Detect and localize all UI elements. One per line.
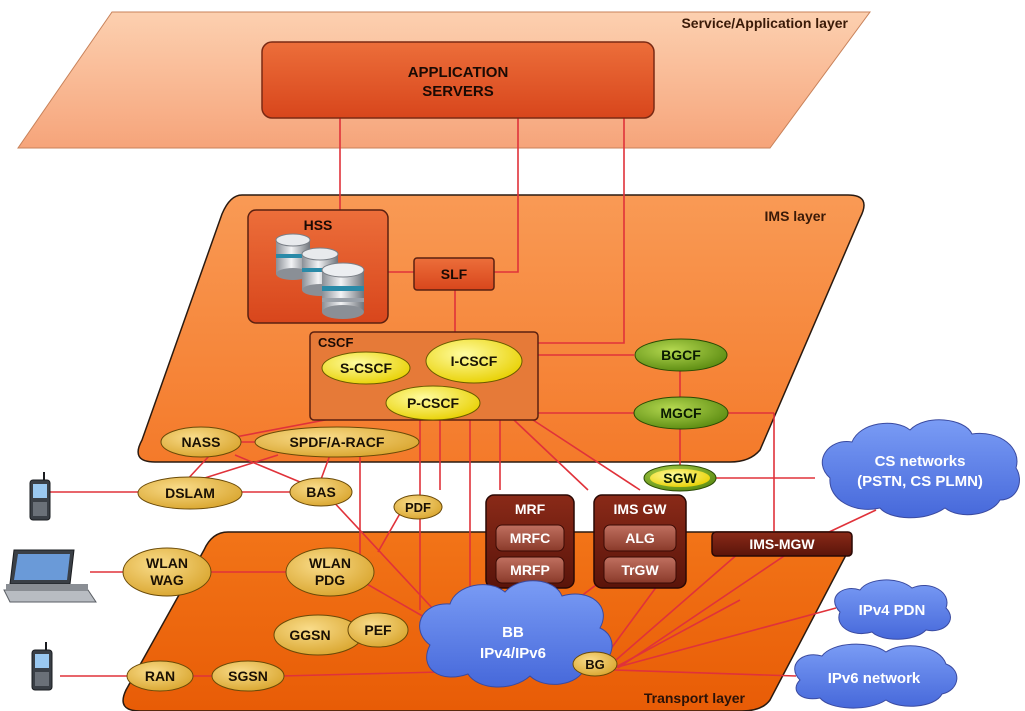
ims-mgw-box: IMS-MGW [711, 531, 853, 557]
pef-node: PEF [347, 612, 409, 648]
p-cscf-label: P-CSCF [407, 395, 460, 411]
mrfc-label: MRFC [510, 530, 550, 546]
i-cscf-label: I-CSCF [451, 353, 498, 369]
bg-node: BG [572, 651, 618, 677]
ran-label: RAN [145, 668, 175, 684]
nass-node: NASS [160, 426, 242, 458]
ipv4-pdn-label: IPv4 PDN [859, 602, 926, 619]
ims-layer-label: IMS layer [765, 208, 827, 224]
wlan-pdg-node: WLAN PDG [285, 547, 375, 597]
dslam-node: DSLAM [137, 476, 243, 510]
app-servers-label-1: APPLICATION [408, 64, 509, 81]
cs-networks-label-1: CS networks [875, 453, 966, 470]
bgcf-label: BGCF [661, 347, 701, 363]
s-cscf-label: S-CSCF [340, 360, 393, 376]
ims-layer: IMS layer [137, 194, 865, 463]
nass-label: NASS [182, 434, 221, 450]
application-servers-box: APPLICATION SERVERS [261, 41, 655, 119]
i-cscf-node: I-CSCF [425, 338, 523, 384]
ran-node: RAN [126, 660, 194, 692]
connection-lines [48, 118, 877, 677]
sgw-node: SGW [643, 464, 717, 492]
ims-mgw-label: IMS-MGW [749, 536, 815, 552]
service-layer-label: Service/Application layer [681, 15, 848, 31]
mgcf-node: MGCF [633, 396, 729, 430]
slf-label: SLF [441, 266, 468, 282]
mgcf-label: MGCF [660, 405, 702, 421]
s-cscf-node: S-CSCF [321, 351, 411, 385]
mrfp-label: MRFP [510, 562, 550, 578]
bgcf-node: BGCF [634, 338, 728, 372]
cscf-box: CSCF S-CSCF I-CSCF P-CSCF [309, 331, 539, 421]
bg-label: BG [585, 657, 605, 672]
cscf-label: CSCF [318, 335, 353, 350]
ipv6-network-cloud: IPv6 network [794, 643, 958, 709]
wlan-wag-node: WLAN WAG [122, 547, 212, 597]
mrf-box: MRF MRFC MRFP [485, 494, 575, 589]
ipv4-pdn-cloud: IPv4 PDN [834, 579, 951, 640]
pdf-label: PDF [405, 500, 431, 515]
p-cscf-node: P-CSCF [385, 385, 481, 421]
wlan-pdg-label-1: WLAN [309, 555, 351, 571]
mobile-phone-2-icon [31, 642, 53, 691]
ipv6-network-label: IPv6 network [828, 670, 921, 687]
wlan-wag-label-2: WAG [150, 572, 184, 588]
bb-label-2: IPv4/IPv6 [480, 645, 546, 662]
sgsn-label: SGSN [228, 668, 268, 684]
dslam-label: DSLAM [165, 485, 215, 501]
transport-layer-label: Transport layer [644, 690, 746, 706]
slf-box: SLF [413, 257, 495, 291]
ggsn-node: GGSN [273, 614, 363, 656]
mrf-label: MRF [515, 501, 546, 517]
pdf-node: PDF [393, 494, 443, 520]
cs-networks-cloud: CS networks (PSTN, CS PLMN) [821, 419, 1020, 519]
mobile-phone-icon [29, 472, 51, 521]
trgw-label: TrGW [621, 562, 659, 578]
alg-label: ALG [625, 530, 655, 546]
database-icon [275, 233, 365, 319]
cs-networks-label-2: (PSTN, CS PLMN) [857, 473, 983, 490]
spdf-label: SPDF/A-RACF [290, 434, 385, 450]
bb-cloud: BB IPv4/IPv6 [419, 580, 613, 688]
pef-label: PEF [364, 622, 392, 638]
ims-gw-label: IMS GW [614, 501, 668, 517]
ims-gw-box: IMS GW ALG TrGW [593, 494, 687, 589]
sgw-label: SGW [663, 470, 697, 486]
wlan-wag-label-1: WLAN [146, 555, 188, 571]
hss-box: HSS [247, 209, 389, 324]
app-servers-label-2: SERVERS [422, 83, 493, 100]
spdf-node: SPDF/A-RACF [254, 426, 420, 458]
laptop-icon [3, 549, 97, 603]
wlan-pdg-label-2: PDG [315, 572, 345, 588]
bas-node: BAS [289, 477, 353, 507]
bas-label: BAS [306, 484, 336, 500]
bb-label-1: BB [502, 624, 524, 641]
ggsn-label: GGSN [289, 627, 330, 643]
sgsn-node: SGSN [211, 660, 285, 692]
hss-label: HSS [304, 217, 333, 233]
